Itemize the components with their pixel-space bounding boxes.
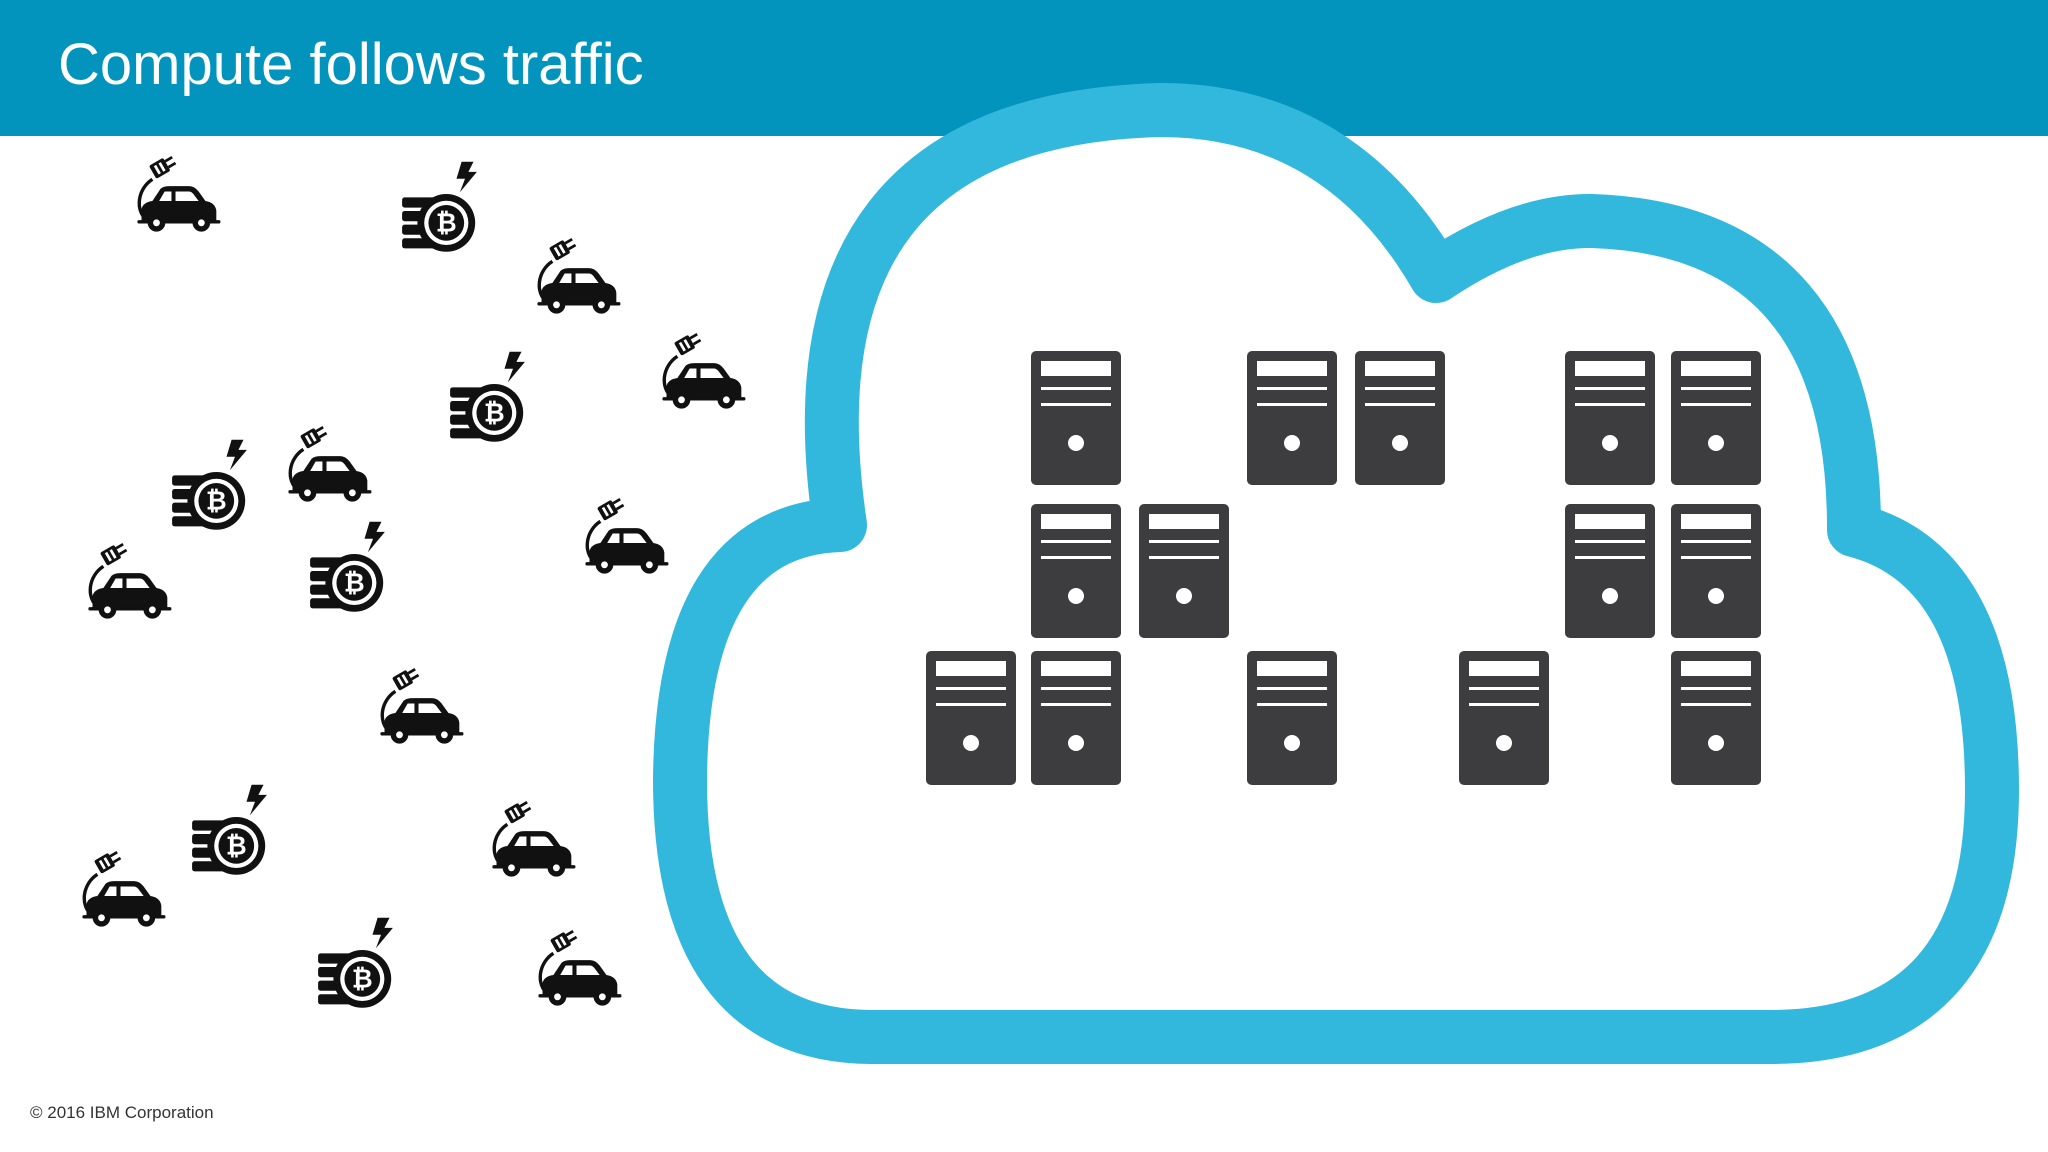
server-tower-icon: [1247, 351, 1337, 485]
bitcoin-coin-stack-icon: [172, 439, 247, 530]
slide-title: Compute follows traffic: [58, 32, 644, 97]
electric-car-icon: [135, 151, 223, 234]
server-tower-icon: [1031, 351, 1121, 485]
server-tower-icon: [1247, 651, 1337, 785]
electric-car-icon: [536, 925, 624, 1008]
server-tower-icon: [1671, 351, 1761, 485]
server-tower-icon: [1031, 504, 1121, 638]
server-tower-icon: [1139, 504, 1229, 638]
electric-car-icon: [378, 663, 466, 746]
server-tower-icon: [1565, 504, 1655, 638]
bitcoin-stacks: [172, 161, 525, 1008]
electric-car-icon: [660, 328, 748, 411]
copyright-footer: © 2016 IBM Corporation: [30, 1103, 214, 1122]
bitcoin-coin-stack-icon: [192, 784, 267, 875]
server-tower-icon: [1565, 351, 1655, 485]
cloud-shape: [653, 83, 2019, 1064]
electric-car-icon: [490, 796, 578, 879]
electric-car-icon: [286, 421, 374, 504]
bitcoin-coin-stack-icon: [318, 917, 393, 1008]
server-tower-icon: [926, 651, 1016, 785]
server-tower-icon: [1671, 504, 1761, 638]
bitcoin-coin-stack-icon: [402, 161, 477, 252]
electric-car-icon: [86, 538, 174, 621]
electric-car-icon: [80, 846, 168, 929]
server-tower-icon: [1459, 651, 1549, 785]
server-tower-icon: [1355, 351, 1445, 485]
electric-car-icon: [583, 493, 671, 576]
electric-car-icon: [535, 233, 623, 316]
server-tower-icon: [1031, 651, 1121, 785]
bitcoin-coin-stack-icon: [450, 351, 525, 442]
electric-cars: [80, 151, 748, 1008]
server-tower-icon: [1671, 651, 1761, 785]
bitcoin-coin-stack-icon: [310, 521, 385, 612]
